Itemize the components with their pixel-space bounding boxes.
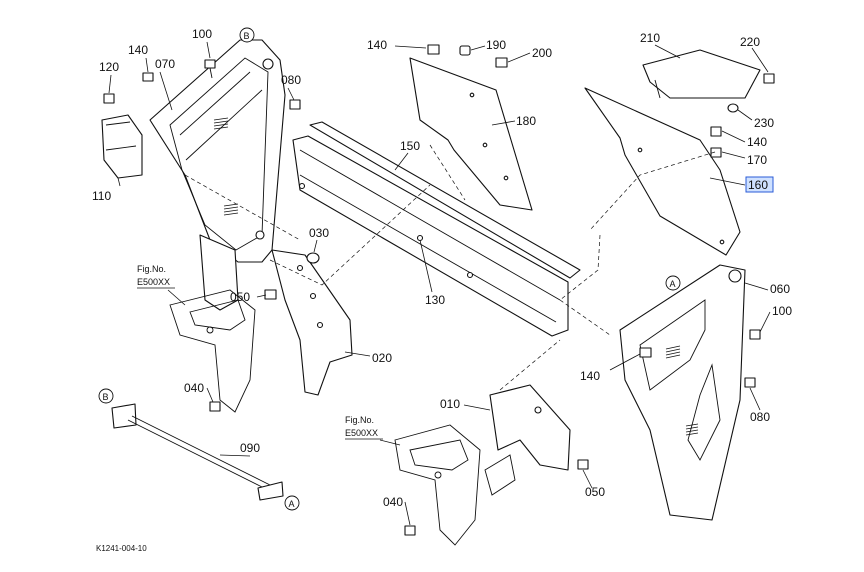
part-010-bracket[interactable]: [484, 384, 571, 496]
callout-040-left: 040: [184, 381, 204, 395]
part-070-left-frame[interactable]: [149, 39, 286, 311]
callout-020: 020: [372, 351, 392, 365]
callout-140-lower: 140: [580, 369, 600, 383]
callout-050-bottom: 050: [585, 485, 605, 499]
ref-letter-a-right: A: [665, 275, 681, 291]
bolt-220[interactable]: [763, 73, 775, 84]
svg-text:B: B: [103, 392, 109, 402]
ref-letter-a-rod: A: [284, 495, 300, 511]
leader-lines: [108, 41, 771, 526]
callout-160-highlighted[interactable]: 160: [745, 176, 774, 193]
callout-100-right: 100: [772, 304, 792, 318]
part-160-plate[interactable]: [584, 87, 741, 256]
fig-ref-left-line1: Fig.No.: [137, 264, 166, 274]
bolt-050-bottom[interactable]: [577, 459, 589, 470]
callout-090: 090: [240, 441, 260, 455]
reference-assembly-left: [169, 289, 256, 413]
callout-060: 060: [770, 282, 790, 296]
callout-030: 030: [309, 226, 329, 240]
callout-210: 210: [640, 31, 660, 45]
bolt-200[interactable]: [495, 57, 508, 68]
callout-170: 170: [747, 153, 767, 167]
reference-assembly-bottom: [394, 424, 481, 546]
callout-230: 230: [754, 116, 774, 130]
part-020-bracket[interactable]: [271, 249, 353, 396]
callout-070: 070: [155, 57, 175, 71]
callout-040-bottom: 040: [383, 495, 403, 509]
svg-text:B: B: [244, 31, 250, 41]
ref-letter-b-top: B: [239, 27, 255, 43]
callout-100-top: 100: [192, 27, 212, 41]
bolt-100-right[interactable]: [749, 329, 761, 340]
callout-050-left: 050: [230, 290, 250, 304]
callout-200: 200: [532, 46, 552, 60]
svg-text:A: A: [670, 279, 676, 289]
part-110-bracket[interactable]: [101, 114, 143, 179]
callout-160-highlight-box: [745, 176, 774, 193]
fig-ref-left[interactable]: Fig.No. E500XX: [137, 264, 175, 289]
bolt-140-center[interactable]: [427, 44, 440, 55]
part-150-rail[interactable]: [309, 121, 581, 279]
callout-110: 110: [92, 189, 111, 203]
fig-ref-bottom-line2: E500XX: [345, 428, 378, 438]
bolt-120[interactable]: [103, 93, 115, 104]
bolt-080-top[interactable]: [289, 99, 301, 110]
part-210-cover[interactable]: [642, 49, 761, 99]
part-090-rod[interactable]: [111, 403, 284, 501]
bolt-140-lower[interactable]: [639, 347, 652, 358]
callout-180: 180: [516, 114, 536, 128]
bolt-100-top[interactable]: [204, 59, 216, 79]
drawing-code: K1241-004-10: [96, 544, 147, 553]
fig-ref-bottom-line1: Fig.No.: [345, 415, 374, 425]
assembly-dash-lines: [184, 144, 716, 391]
callout-140-center: 140: [367, 38, 387, 52]
bolt-040-bottom[interactable]: [404, 525, 416, 536]
bolt-140-right[interactable]: [710, 126, 722, 137]
callout-080-right: 080: [750, 410, 770, 424]
bolt-050-left[interactable]: [264, 289, 277, 300]
part-130-beam[interactable]: [292, 135, 569, 337]
ref-letter-b-rod: B: [98, 388, 114, 404]
callout-160: 160: [748, 178, 768, 192]
part-180-plate[interactable]: [409, 57, 533, 211]
bolt-170[interactable]: [710, 147, 722, 158]
callout-010: 010: [440, 397, 460, 411]
nut-030[interactable]: [306, 252, 320, 264]
fig-ref-bottom[interactable]: Fig.No. E500XX: [345, 415, 383, 440]
fig-ref-left-line2: E500XX: [137, 277, 170, 287]
bolt-080-right[interactable]: [744, 377, 756, 388]
callout-150: 150: [400, 139, 420, 153]
washer-230[interactable]: [727, 103, 739, 113]
bolt-140-left[interactable]: [142, 72, 154, 82]
callout-080-top: 080: [281, 73, 301, 87]
callout-140-left: 140: [128, 43, 148, 57]
callout-140-right: 140: [747, 135, 767, 149]
nut-190[interactable]: [459, 45, 471, 56]
svg-text:A: A: [289, 499, 295, 509]
callout-220: 220: [740, 35, 760, 49]
callout-130: 130: [425, 293, 445, 307]
callout-120: 120: [99, 60, 119, 74]
callout-190: 190: [486, 38, 506, 52]
part-060-right-frame[interactable]: [619, 264, 746, 521]
bolt-040-left[interactable]: [209, 401, 221, 412]
